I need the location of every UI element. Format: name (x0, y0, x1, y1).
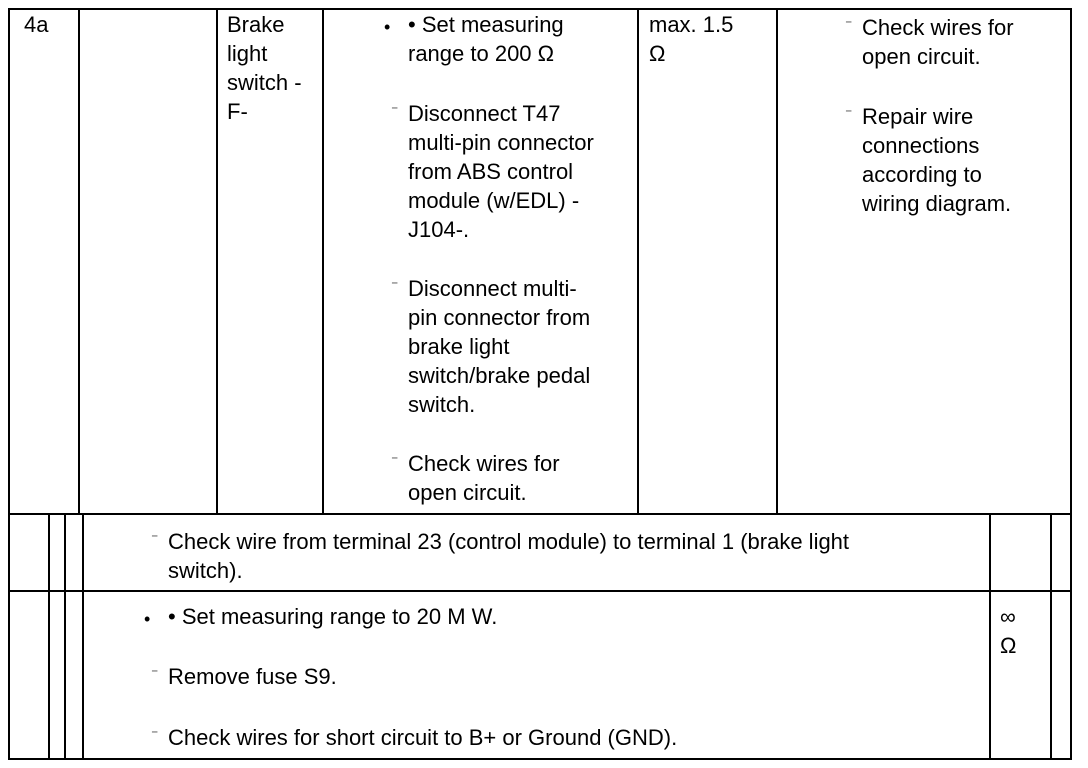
row23-col-divider-1 (48, 513, 50, 759)
component-name: Brake light switch - F- (227, 12, 302, 124)
check-wire-instruction: Check wire from terminal 23 (control mod… (168, 529, 850, 583)
dash-icon: ⁻ (151, 530, 159, 546)
table-border-bottom (8, 758, 1072, 760)
row1-col-divider-1 (78, 8, 80, 514)
row23-col-divider-2 (64, 513, 66, 759)
bullet-icon: • (144, 609, 151, 629)
row1-col-divider-5 (776, 8, 778, 514)
remedy-step-1: Check wires for open circuit. (862, 15, 1014, 69)
measuring-range-instruction: • Set measuring range to 20 M W. (168, 604, 498, 629)
table-border-left (8, 8, 10, 760)
row-divider-2 (8, 590, 1072, 592)
remove-fuse-instruction: Remove fuse S9. (168, 664, 337, 689)
row-divider-1 (8, 513, 1072, 515)
dash-icon: ⁻ (391, 277, 399, 293)
row1-col-divider-3 (322, 8, 324, 514)
bullet-icon: • (384, 17, 391, 37)
infinity-specification: ∞ Ω (1000, 604, 1017, 658)
row1-col-divider-2 (216, 8, 218, 514)
specification-value: max. 1.5 Ω (649, 12, 734, 66)
dash-icon: ⁻ (845, 105, 853, 121)
dash-icon: ⁻ (845, 16, 853, 32)
table-border-top (8, 8, 1072, 10)
short-circuit-instruction: Check wires for short circuit to B+ or G… (168, 725, 678, 750)
row23-col-divider-4 (989, 513, 991, 759)
procedure-step-4: Check wires for open circuit. (408, 451, 560, 505)
procedure-step-3: Disconnect multi- pin connector from bra… (408, 276, 591, 417)
table-border-right (1070, 8, 1072, 760)
row1-col-divider-4 (637, 8, 639, 514)
step-number: 4a (24, 12, 49, 37)
row23-col-divider-3 (82, 513, 84, 759)
dash-icon: ⁻ (151, 726, 159, 742)
dash-icon: ⁻ (151, 665, 159, 681)
dash-icon: ⁻ (391, 452, 399, 468)
procedure-step-1: • Set measuring range to 200 Ω (408, 12, 564, 66)
row23-col-divider-5 (1050, 513, 1052, 759)
remedy-step-2: Repair wire connections according to wir… (862, 104, 1012, 216)
procedure-step-2: Disconnect T47 multi-pin connector from … (408, 101, 594, 242)
dash-icon: ⁻ (391, 102, 399, 118)
